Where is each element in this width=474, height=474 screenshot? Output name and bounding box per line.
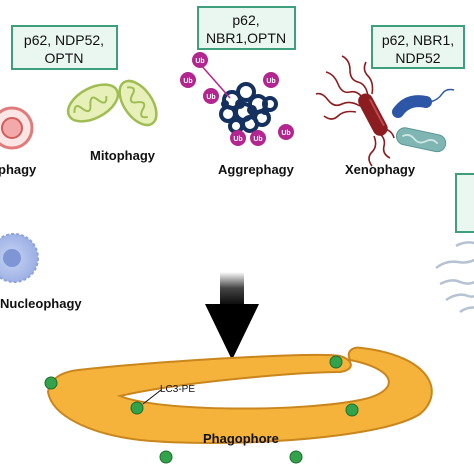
svg-text:Ub: Ub — [195, 58, 204, 65]
ubiquitin-tag: Ub — [263, 72, 279, 88]
bacteria-icon — [315, 55, 455, 167]
xenophagy-label: Xenophagy — [345, 162, 416, 177]
receptor-box-aggrephagy-line1: p62, — [232, 12, 259, 28]
lc3-pe-dots — [44, 355, 359, 464]
nucleus-icon — [0, 233, 39, 283]
left-cut-label: phagy — [0, 162, 37, 177]
ubiquitin-tag: Ub — [250, 130, 266, 146]
ubiquitin-tag: Ub — [278, 124, 294, 140]
svg-text:Ub: Ub — [233, 136, 242, 143]
aggrephagy-label: Aggrephagy — [218, 162, 295, 177]
mitophagy-label: Mitophagy — [90, 148, 156, 163]
mitochondria-icon — [66, 79, 158, 127]
receptor-box-mitophagy: p62, NDP52, OPTN — [11, 25, 118, 70]
nucleophagy-label: Nucleophagy — [0, 296, 82, 311]
left-organelle-icon — [0, 106, 34, 150]
receptor-box-mitophagy-line1: p62, NDP52, — [24, 32, 104, 48]
down-arrow-icon — [205, 272, 259, 360]
lc3-pe-label: LC3-PE — [160, 384, 195, 395]
receptor-box-aggrephagy-line2: NBR1,OPTN — [206, 30, 286, 46]
svg-text:Ub: Ub — [206, 94, 215, 101]
svg-text:Ub: Ub — [281, 130, 290, 137]
endoplasmic-reticulum-icon — [435, 241, 474, 314]
phagophore-label: Phagophore — [203, 431, 279, 446]
svg-text:Ub: Ub — [253, 136, 262, 143]
lc3-pe-dot — [44, 376, 58, 390]
ubiquitin-tags: Ub Ub Ub Ub Ub Ub Ub — [180, 52, 294, 146]
ubiquitin-tag: Ub — [203, 88, 219, 104]
phagophore-membrane — [46, 346, 433, 444]
svg-text:Ub: Ub — [266, 78, 275, 85]
receptor-box-xenophagy-line1: p62, NBR1, — [382, 32, 454, 48]
receptor-box-mitophagy-line2: OPTN — [45, 50, 84, 66]
ubiquitin-tag: Ub — [192, 52, 231, 99]
receptor-box-xenophagy-line2: NDP52 — [395, 50, 440, 66]
ubiquitin-tag: Ub — [230, 130, 246, 146]
receptor-box-aggrephagy: p62, NBR1,OPTN — [197, 6, 296, 50]
svg-text:Ub: Ub — [183, 78, 192, 85]
lc3-pe-dot — [329, 355, 343, 369]
lc3-pe-dot — [345, 403, 359, 417]
receptor-box-xenophagy: p62, NBR1, NDP52 — [371, 25, 465, 69]
protein-aggregate-icon — [219, 82, 278, 134]
lc3-pe-dot — [289, 450, 303, 464]
lc3-pe-dot — [130, 401, 144, 415]
receptor-box-partial — [455, 173, 474, 233]
lc3-pe-dot — [159, 450, 173, 464]
ubiquitin-tag: Ub — [180, 72, 196, 88]
lc3-pe-pointer — [142, 389, 162, 405]
